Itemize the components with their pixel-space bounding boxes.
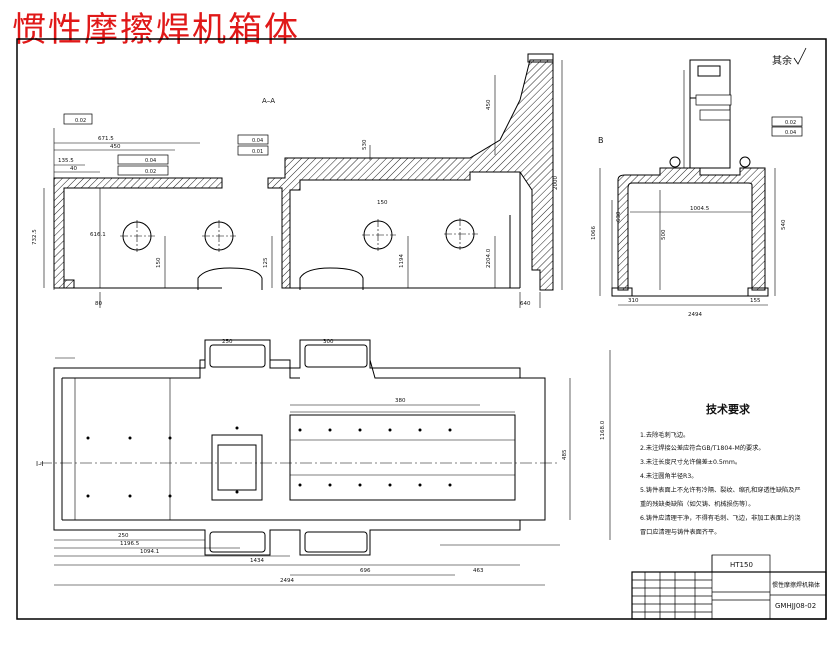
dim-label: 250 [222,339,233,345]
label-section-aa: A–A [262,97,275,105]
roughness-symbol-group: 其余 [772,47,807,67]
tol-value-6: 0.02 [785,120,796,126]
section-i-i-view [611,59,769,297]
section-a-a-view [53,53,554,291]
dim-label: 696 [360,568,371,574]
dim-label: 310 [628,298,639,304]
tol-value-2: 0.04 [145,158,156,164]
tech-item: 冒口应清理与铸件表面齐平。 [640,528,720,536]
dim-label: 530 [362,139,368,150]
tech-item: 4.未注圆角半径R3。 [640,472,697,480]
section-a-a-dimensions [43,60,563,308]
tol-value-5: 0.01 [252,149,263,155]
tech-item: 重的残缺类缺陷（如欠铸、机械损伤等）。 [640,500,754,508]
sheet-border [16,38,827,620]
dim-label: 2000 [553,176,559,190]
dim-label: 40 [70,166,77,172]
title-block [631,554,827,620]
dim-label: 155 [750,298,761,304]
dim-label: 2494 [280,578,294,584]
tech-items: 1.去除毛刺飞边。 2.未注焊接公差应符合GB/T1804-M的要求。 3.未注… [640,431,801,536]
dim-label: 1168.0 [600,420,606,440]
tol-value-3: 0.02 [145,169,156,175]
dim-label: 485 [562,449,568,460]
dim-label: 1004.5 [690,206,710,212]
dim-label: 135.5 [58,158,74,164]
label-section-ii: I–I [36,460,44,468]
technical-requirements: 技术要求 1.去除毛刺飞边。 2.未注焊接公差应符合GB/T1804-M的要求。… [640,402,801,536]
dim-label: 671.5 [98,136,114,142]
tech-item: 3.未注长度尺寸允许偏差±0.5mm。 [640,458,741,466]
tol-value-7: 0.04 [785,130,796,136]
title-block-text: HT150 惯性摩擦焊机箱体 GMHJJ08-02 [730,561,820,610]
dim-label: 616.1 [90,232,106,238]
dim-label: 2494 [688,312,702,318]
tol-value-1: 0.02 [75,118,86,124]
dim-label: 380 [395,398,406,404]
dim-label: 540 [781,219,787,230]
tol-value-4: 0.04 [252,138,263,144]
dim-label: 150 [377,200,388,206]
tolerance-values: 0.02 0.04 0.02 0.04 0.01 0.02 0.04 [75,118,796,175]
view-labels: A–A B I–I [36,97,604,468]
dimension-labels: 671.5 450 135.5 40 2000 732.5 616.1 150 … [32,99,787,584]
dim-label: 732.5 [32,229,38,245]
dim-label: 300 [323,339,334,345]
dim-label: 2204.0 [486,248,492,268]
dim-label: 630 [616,211,622,222]
part-code-label: GMHJJ08-02 [775,602,816,610]
tech-heading: 技术要求 [706,402,751,416]
dim-label: 1066 [591,226,597,240]
dim-label: 450 [110,144,121,150]
plan-view-dimensions [54,350,611,586]
tolerance-frames [63,94,803,176]
dim-label: 450 [486,99,492,110]
section-i-i-walls [617,167,766,291]
dim-label: 1094.1 [140,549,159,555]
drawing-title: 惯性摩擦焊机箱体 [12,10,300,50]
dim-label: 250 [118,533,129,539]
roughness-icon [793,47,807,65]
dim-label: 150 [156,257,162,268]
dim-label: 500 [661,229,667,240]
tech-item: 6.铸件应清理干净，不得有毛刺、飞边，非加工表面上的浇 [640,514,801,522]
dim-label: 1434 [250,558,264,564]
dim-label: 80 [95,301,102,307]
roughness-rest-label: 其余 [772,54,792,67]
dim-label: 640 [520,301,531,307]
dim-label: 1196.5 [120,541,140,547]
tech-item: 2.未注焊接公差应符合GB/T1804-M的要求。 [640,444,765,452]
section-i-i-dimensions [599,70,776,306]
tech-item: 1.去除毛刺飞边。 [640,431,689,439]
label-view-b: B [598,136,604,145]
plan-view [40,339,560,556]
material-label: HT150 [730,561,753,569]
tech-item: 5.铸件表面上不允许有冷隔、裂纹、缩孔和穿透性缺陷及严 [640,486,801,494]
dim-label: 1194 [399,254,405,268]
dim-label: 463 [473,568,484,574]
dim-label: 125 [263,257,269,268]
bolt-holes [86,426,452,498]
part-name-label: 惯性摩擦焊机箱体 [772,581,820,589]
